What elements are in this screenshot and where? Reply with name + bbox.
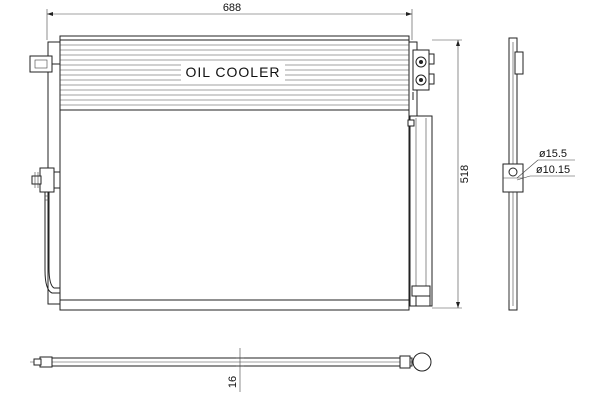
bottom-drier-icon [412, 352, 432, 372]
inner-diameter: ø10.15 [536, 164, 570, 176]
side-view: ø15.5 ø10.15 [502, 37, 575, 311]
bottom-view: 16 [30, 348, 432, 392]
cooler-core: OIL COOLER [47, 35, 418, 311]
thickness-value: 16 [227, 376, 239, 388]
outer-diameter: ø15.5 [539, 148, 567, 160]
top-left-bracket [29, 55, 60, 73]
left-pipe [31, 167, 60, 294]
height-dimension: 518 [432, 39, 471, 309]
oil-cooler-label: OIL COOLER [185, 64, 280, 80]
height-value: 518 [459, 165, 471, 183]
side-port-icon [508, 167, 518, 177]
width-value: 688 [223, 2, 241, 14]
oil-cooler-section: OIL COOLER [60, 39, 409, 111]
width-dimension: 688 [46, 2, 413, 40]
receiver-drier [407, 115, 433, 307]
right-fittings [412, 49, 435, 100]
